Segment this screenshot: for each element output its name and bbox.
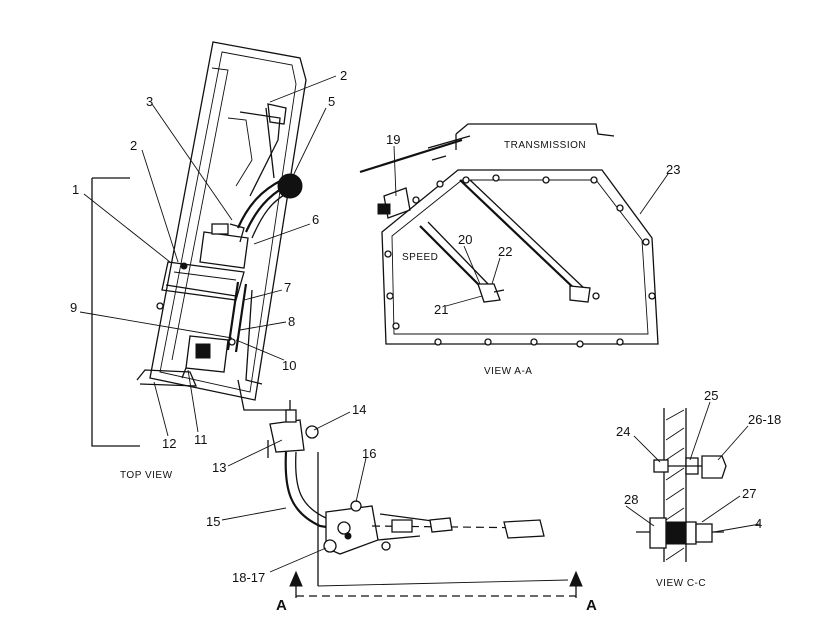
callout-10: 10 <box>282 358 296 373</box>
callout-25: 25 <box>704 388 718 403</box>
caption-view-c-c: VIEW C-C <box>656 578 706 589</box>
callout-27: 27 <box>742 486 756 501</box>
callout-11: 11 <box>194 432 208 447</box>
callout-4: 4 <box>755 516 762 531</box>
callout-19: 19 <box>386 132 400 147</box>
callout-3: 3 <box>146 94 153 109</box>
callout-20: 20 <box>458 232 472 247</box>
callout-14: 14 <box>352 402 366 417</box>
leader-lines <box>79 75 761 573</box>
callout-16: 16 <box>362 446 376 461</box>
callout-28: 28 <box>624 492 638 507</box>
callout-2a: 2 <box>130 138 137 153</box>
section-a-left: A <box>276 597 287 614</box>
top-view-assembly <box>91 41 307 447</box>
caption-top-view: TOP VIEW <box>120 470 173 481</box>
callout-1: 1 <box>72 182 79 197</box>
section-a-right: A <box>586 597 597 614</box>
callout-2b: 2 <box>340 68 347 83</box>
callout-9: 9 <box>70 300 77 315</box>
view-c-c <box>636 408 727 562</box>
cable-assembly <box>267 409 583 598</box>
callout-7: 7 <box>284 280 291 295</box>
view-a-a <box>359 123 659 348</box>
callout-24: 24 <box>616 424 630 439</box>
callout-18-17: 18-17 <box>232 570 265 585</box>
callout-12: 12 <box>162 436 176 451</box>
caption-view-a-a: VIEW A-A <box>484 366 532 377</box>
callout-23: 23 <box>666 162 680 177</box>
callout-13: 13 <box>212 460 226 475</box>
callout-8: 8 <box>288 314 295 329</box>
label-transmission: TRANSMISSION <box>504 140 586 151</box>
callout-5: 5 <box>328 94 335 109</box>
callout-15: 15 <box>206 514 220 529</box>
callout-26-18: 26-18 <box>748 412 781 427</box>
callout-21: 21 <box>434 302 448 317</box>
callout-22: 22 <box>498 244 512 259</box>
label-speed: SPEED <box>402 252 438 263</box>
callout-6: 6 <box>312 212 319 227</box>
callout-labels: 1 2 2 3 4 5 6 7 9 8 10 11 12 13 14 15 16… <box>70 68 781 614</box>
